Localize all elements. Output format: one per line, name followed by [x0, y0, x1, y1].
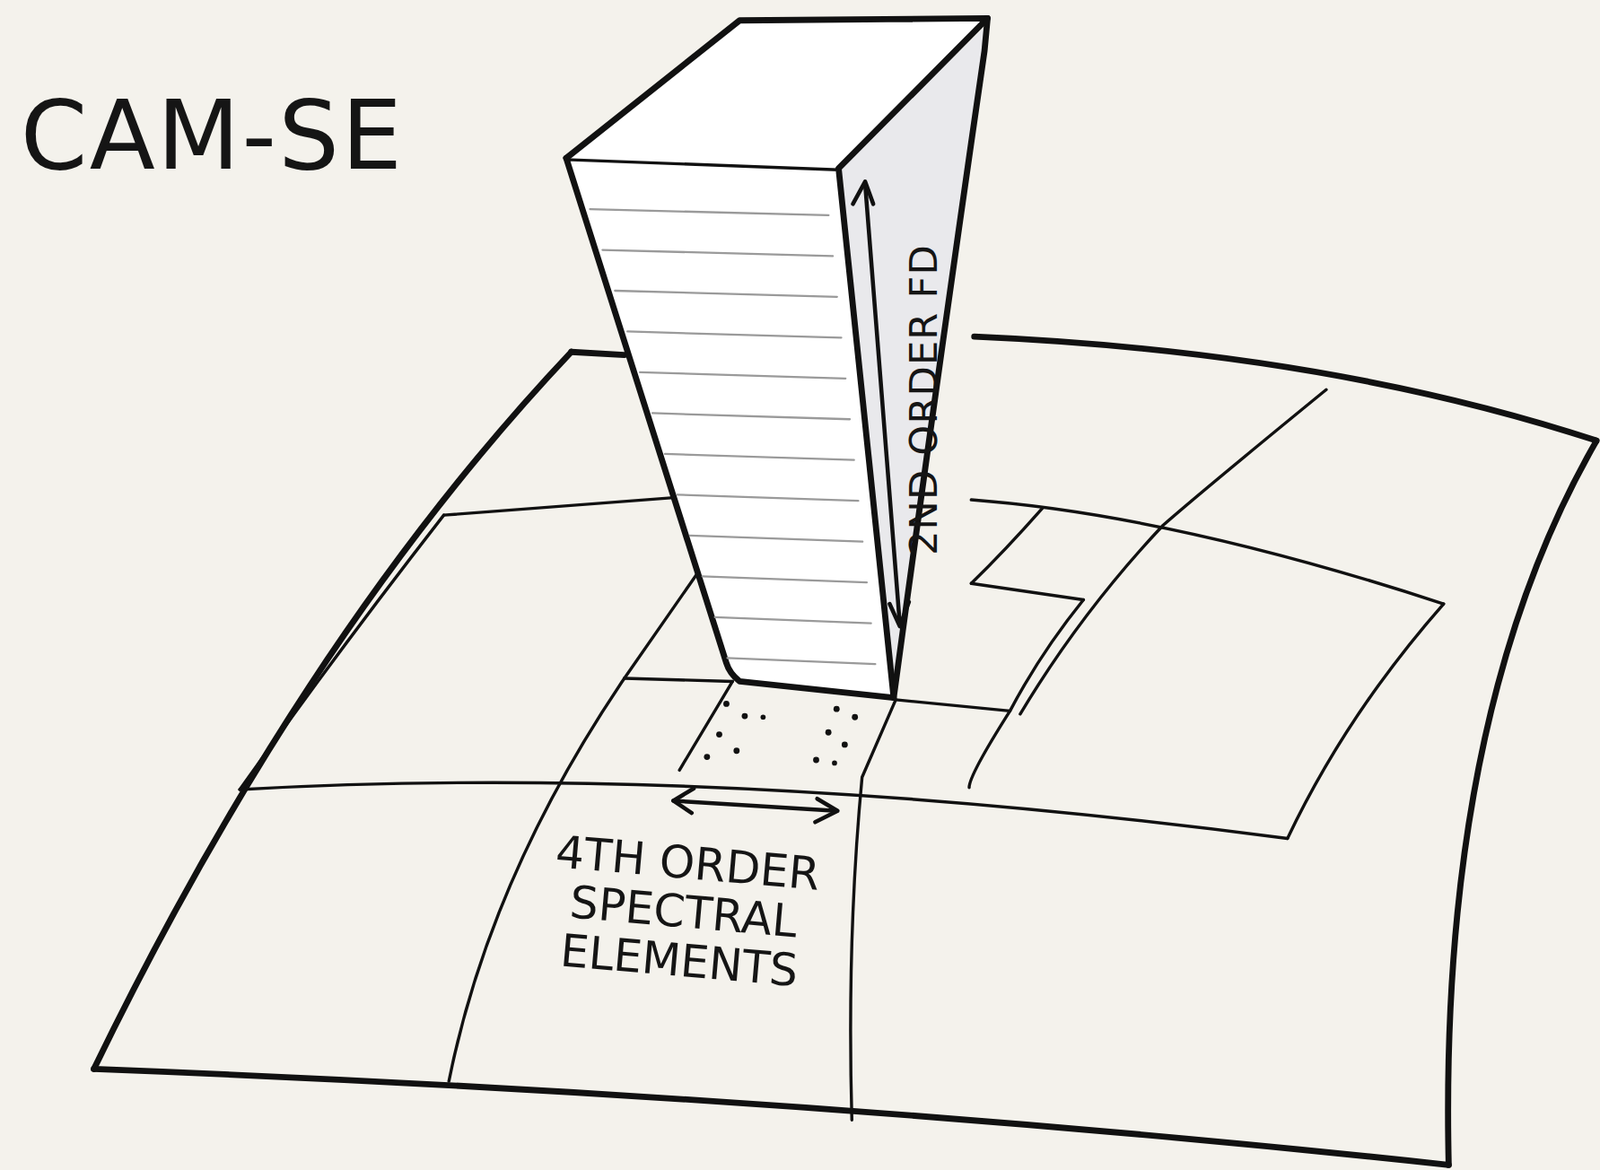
floor-line [614, 290, 837, 298]
floor-line [677, 494, 859, 501]
title: CAM-SE [20, 79, 405, 192]
floor-line [627, 331, 841, 338]
floor-line [715, 617, 872, 624]
floor-line [702, 576, 867, 583]
floor-line [602, 250, 833, 257]
floor-line [690, 535, 863, 543]
floor-line [589, 209, 829, 216]
floor-line [664, 454, 855, 461]
horizontal-label: 4TH ORDER SPECTRAL ELEMENTS [504, 823, 863, 1001]
vertical-label: 2ND ORDER FD [900, 244, 946, 556]
floor-line [727, 657, 876, 665]
floor-line [639, 372, 846, 379]
floor-line [652, 412, 850, 420]
